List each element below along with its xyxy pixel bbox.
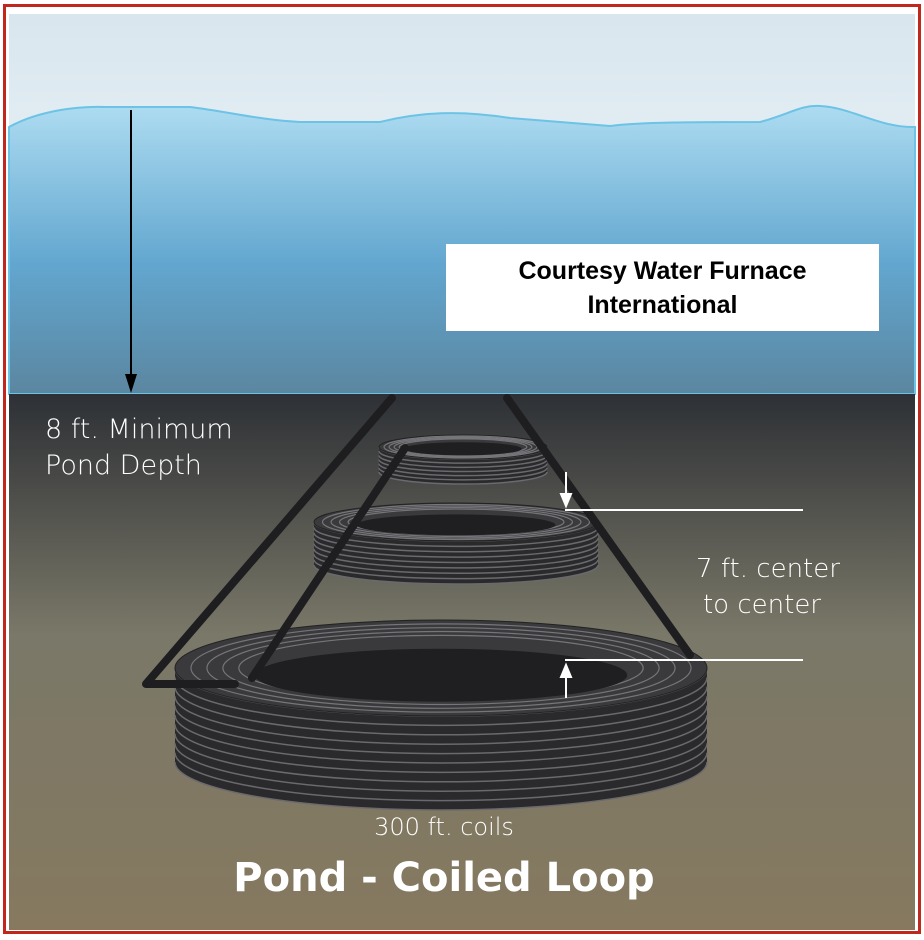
supply-pipes [142,394,694,688]
spacing-markers [559,472,803,698]
depth-label-line1: 8 ft. Minimum [45,414,233,445]
depth-arrow [125,110,137,393]
coil-middle [313,502,599,585]
spacing-label-line2: to center [703,590,821,620]
diagram-title: Pond - Coiled Loop [233,855,654,901]
coil-label: 300 ft. coils [374,813,514,841]
coil-bottom [174,619,708,811]
credit-line1: Courtesy Water Furnace [518,256,807,285]
coil-top [378,434,548,485]
credit-line2: International [587,290,738,319]
spacing-label-line1: 7 ft. center [696,554,840,584]
credit-box: Courtesy Water Furnace International [446,244,879,331]
depth-label-line2: Pond Depth [45,450,202,481]
